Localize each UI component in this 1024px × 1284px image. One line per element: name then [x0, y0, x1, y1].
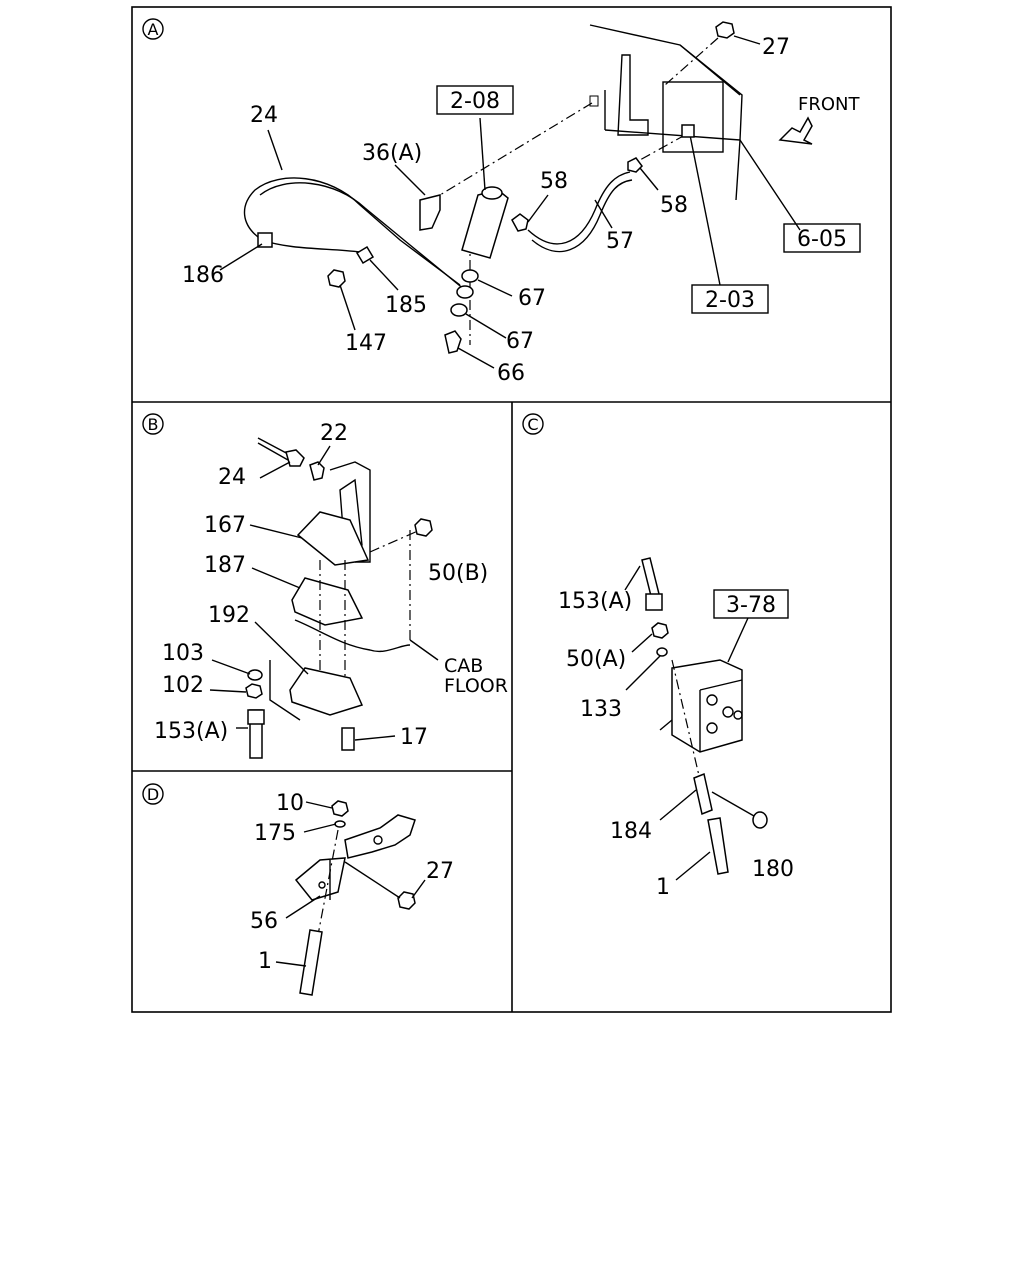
cable-24 — [243, 177, 466, 291]
label-58a: 58 — [540, 169, 568, 194]
label-24: 24 — [218, 465, 246, 490]
ref-box-208 — [436, 85, 514, 115]
panel-frames — [131, 6, 892, 1013]
panel-d-marker: D — [142, 783, 164, 805]
washer-133 — [656, 647, 668, 657]
label-27-d: 27 — [426, 859, 454, 884]
nut-102 — [245, 683, 263, 699]
label-180: 180 — [752, 857, 794, 882]
panel-b-marker: B — [142, 413, 164, 435]
panel-c-marker: C — [522, 413, 544, 435]
bracket-56 — [294, 814, 416, 901]
nut-50b — [414, 518, 433, 537]
label-167: 167 — [204, 513, 246, 538]
pedal-bracket — [296, 461, 371, 566]
cable-end-24 — [257, 437, 291, 456]
label-147: 147 — [345, 331, 387, 356]
label-10: 10 — [276, 791, 304, 816]
hose-1-d — [299, 929, 323, 996]
ref-box-605 — [783, 223, 861, 253]
hose-clip-58b — [627, 157, 643, 173]
label-1-d: 1 — [258, 949, 272, 974]
label-1-c: 1 — [656, 875, 670, 900]
label-front: FRONT — [798, 94, 860, 115]
bolt-17 — [341, 727, 355, 751]
label-24: 24 — [250, 103, 278, 128]
label-floor: FLOOR — [444, 675, 508, 697]
panel-b-letter: B — [148, 415, 159, 434]
label-17: 17 — [400, 725, 428, 750]
hose-1-c — [707, 817, 729, 875]
bracket-36a — [419, 194, 441, 231]
ref-208: 2-08 — [450, 89, 500, 114]
panel-c-letter: C — [527, 415, 538, 434]
ref-605-leader — [739, 139, 801, 231]
fitting-184 — [693, 772, 713, 816]
nut-147 — [327, 269, 346, 288]
washer-175 — [334, 820, 346, 828]
ref-605: 6-05 — [797, 227, 847, 252]
fuel-tank-frame — [589, 24, 743, 201]
label-184: 184 — [610, 819, 652, 844]
label-102: 102 — [162, 673, 204, 698]
washer-67b — [450, 303, 468, 317]
ref-box-378 — [713, 589, 789, 619]
nut-27-d — [397, 891, 416, 910]
washer-103 — [247, 669, 263, 681]
panel-a-alignment-lines — [439, 37, 719, 345]
ref-box-203 — [691, 284, 769, 314]
washer-67a — [461, 269, 479, 283]
nut-10 — [331, 800, 349, 817]
ref-203: 2-03 — [705, 288, 755, 313]
label-153a: 153(A) — [154, 719, 228, 744]
panel-c: C 3 — [522, 413, 794, 900]
label-50a: 50(A) — [566, 647, 626, 672]
label-cab: CAB — [444, 655, 483, 677]
hose-57 — [527, 171, 631, 245]
panel-a-marker: A — [142, 18, 164, 40]
label-67b: 67 — [506, 329, 534, 354]
label-185: 185 — [385, 293, 427, 318]
label-187: 187 — [204, 553, 246, 578]
label-66: 66 — [497, 361, 525, 386]
cab-floor-outline — [294, 619, 411, 653]
label-57: 57 — [606, 229, 634, 254]
hose-clip-58a — [511, 213, 529, 232]
panel-b: B — [142, 413, 508, 759]
label-175: 175 — [254, 821, 296, 846]
cap-180 — [752, 811, 768, 829]
nut-27 — [715, 21, 735, 39]
label-27: 27 — [762, 35, 790, 60]
plate-192 — [289, 667, 364, 716]
panel-d: D 10 175 27 56 1 — [142, 783, 454, 996]
label-153a-c: 153(A) — [558, 589, 632, 614]
clamp-185 — [355, 245, 375, 265]
panel-a: A — [142, 18, 861, 386]
panel-a-letter: A — [148, 20, 159, 39]
front-arrow-icon — [778, 116, 813, 145]
label-22: 22 — [320, 421, 348, 446]
ref-378: 3-78 — [726, 593, 776, 618]
fitting-22 — [309, 461, 325, 481]
nut-50a — [651, 622, 669, 639]
label-50b: 50(B) — [428, 561, 488, 586]
label-56: 56 — [250, 909, 278, 934]
ref-203-leader — [689, 134, 721, 286]
label-186: 186 — [182, 263, 224, 288]
bracket-378 — [659, 659, 743, 753]
master-cylinder — [461, 186, 509, 259]
panel-d-letter: D — [147, 785, 159, 804]
label-103: 103 — [162, 641, 204, 666]
plate-187 — [291, 577, 364, 626]
bolt-66 — [444, 330, 462, 354]
label-192: 192 — [208, 603, 250, 628]
label-67a: 67 — [518, 286, 546, 311]
label-133: 133 — [580, 697, 622, 722]
label-58b: 58 — [660, 193, 688, 218]
label-36a: 36(A) — [362, 141, 422, 166]
